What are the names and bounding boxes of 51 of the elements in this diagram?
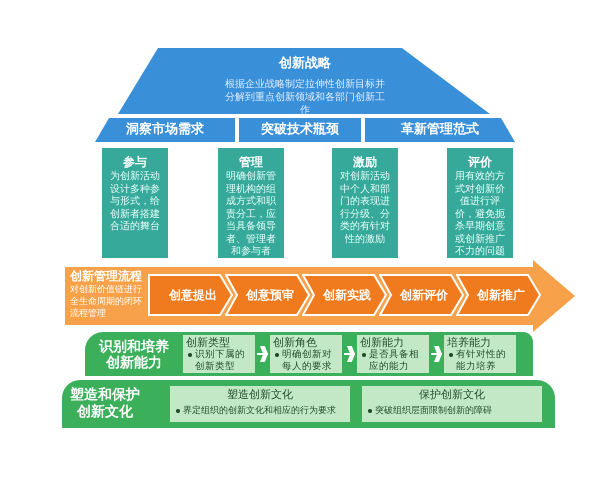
process-description: 对创新价值链进行全生命周期的闭环流程管理 xyxy=(70,284,143,320)
culture-band xyxy=(62,380,555,428)
pillar-box xyxy=(102,148,168,258)
culture-title: 保护创新文化 xyxy=(418,388,486,402)
chevron-step xyxy=(148,274,234,316)
culture-box xyxy=(170,386,350,422)
step-box xyxy=(357,335,429,373)
step-box xyxy=(183,335,255,373)
pillar-description: 为创新活动设计多种参与形式，给创新者搭建合适的舞台 xyxy=(109,171,161,234)
culture-description: 突破组织层面限制创新的障碍 xyxy=(375,405,492,417)
banner-band xyxy=(239,118,361,142)
step-description: 是否具备相应的能力 xyxy=(369,349,420,372)
pillar-box xyxy=(447,148,513,258)
culture-title: 塑造创新文化 xyxy=(226,388,294,402)
pillar-title: 评价 xyxy=(466,154,493,171)
culture-description: 界定组织的创新文化和相应的行为要求 xyxy=(183,405,336,417)
pillar-title: 参与 xyxy=(122,154,148,170)
pillar-description: 明确创新管理机构的组成方式和职责分工，应当具备领导者、管理者和参与者 xyxy=(225,171,277,258)
capability-band xyxy=(85,332,533,376)
band-label: 洞察市场需求 xyxy=(126,120,204,140)
description: 根据企业战略制定拉伸性创新目标并分解到重点创新领域和各部门创新工作 xyxy=(224,78,386,116)
pillar-description: 用有效的方式对创新价值进行评价，避免扼杀早期创意或创新推广不力的问题 xyxy=(454,171,506,258)
band-label: 突破技术瓶颈 xyxy=(261,120,339,140)
pillar-box xyxy=(332,148,398,258)
step-box xyxy=(444,335,516,373)
step-label: 创新推广 xyxy=(476,287,525,304)
step-title: 创新角色 xyxy=(273,336,318,349)
banner-band xyxy=(95,118,235,142)
process-arrow-band xyxy=(65,260,575,332)
pillar-title: 管理 xyxy=(238,154,264,170)
step-title: 创新类型 xyxy=(186,336,231,349)
step-label: 创意预审 xyxy=(244,287,294,304)
step-box xyxy=(270,335,342,373)
step-label: 创意提出 xyxy=(168,287,217,304)
process-title: 创新管理流程 xyxy=(70,269,143,284)
band-label: 革新管理范式 xyxy=(401,120,479,140)
step-title: 创新能力 xyxy=(360,336,405,349)
pillar-title: 激励 xyxy=(352,154,378,170)
band-title: 塑造和保护创新文化 xyxy=(69,387,141,421)
step-description: 有针对性的能力培养 xyxy=(456,349,507,372)
banner-band xyxy=(365,118,515,142)
step-description: 识别下属的创新类型 xyxy=(195,349,246,372)
band-title: 识别和培养创新能力 xyxy=(98,339,170,371)
pillar-description: 对创新活动中个人和部门的表现进行分级、分类的有针对性的激励 xyxy=(339,171,391,246)
title: 创新战略 xyxy=(279,54,331,73)
pillar-box xyxy=(218,148,284,258)
step-title: 培养能力 xyxy=(447,336,492,349)
step-label: 创新评价 xyxy=(398,287,448,304)
step-label: 创新实践 xyxy=(322,287,371,304)
step-description: 明确创新对每人的要求 xyxy=(282,349,333,372)
culture-box xyxy=(362,386,542,422)
